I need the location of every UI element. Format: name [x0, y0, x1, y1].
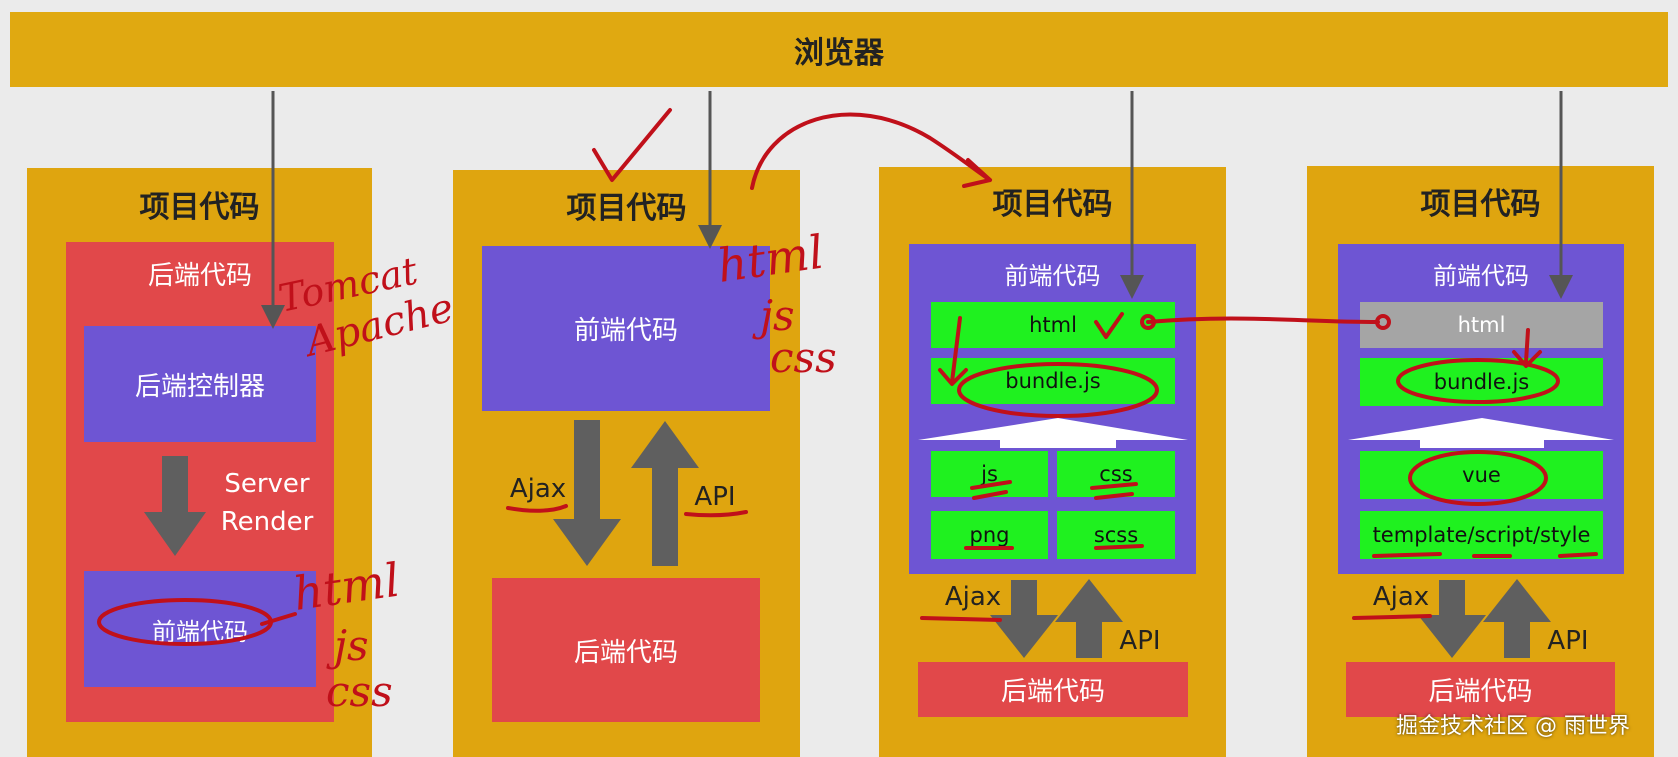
css-box: css	[1057, 451, 1175, 497]
browser-label: 浏览器	[794, 35, 884, 71]
backend-label-1: 后端代码	[147, 260, 252, 291]
project-title-1: 项目代码	[139, 190, 260, 225]
api-label-4: API	[1547, 626, 1589, 656]
backend-box-3: 后端代码	[918, 662, 1188, 717]
html-box-3: html	[931, 302, 1175, 348]
watermark: 掘金技术社区 @ 雨世界	[1396, 714, 1630, 739]
html-box-4: html	[1360, 302, 1603, 348]
project-title-3: 项目代码	[992, 187, 1113, 222]
vue-box: vue	[1360, 451, 1603, 499]
ajax-label-4: Ajax	[1372, 582, 1430, 612]
frontend-label-3: 前端代码	[1004, 261, 1101, 290]
backend-box-2: 后端代码	[492, 578, 760, 722]
api-label-2: API	[694, 482, 736, 512]
template-script-style-box: template/script/style	[1360, 511, 1603, 559]
scss-box: scss	[1057, 511, 1175, 559]
bundle-box-4: bundle.js	[1360, 358, 1603, 406]
frontend-label-4: 前端代码	[1433, 261, 1529, 290]
frontend-box-2: 前端代码	[482, 246, 770, 411]
ajax-label-2: Ajax	[509, 474, 567, 504]
project-title-2: 项目代码	[566, 191, 687, 226]
backend-box-4: 后端代码	[1346, 662, 1615, 717]
png-box: png	[931, 511, 1048, 559]
api-label-3: API	[1119, 626, 1161, 656]
ajax-label-3: Ajax	[944, 582, 1002, 612]
server-render-label: Server Render	[220, 469, 314, 537]
browser-bar: 浏览器	[10, 12, 1668, 87]
bundle-box-3: bundle.js	[931, 358, 1175, 404]
frontend-box-1: 前端代码	[84, 571, 316, 687]
js-box: js	[931, 451, 1048, 497]
project-title-4: 项目代码	[1420, 187, 1541, 222]
backend-controller-box: 后端控制器	[84, 326, 316, 442]
